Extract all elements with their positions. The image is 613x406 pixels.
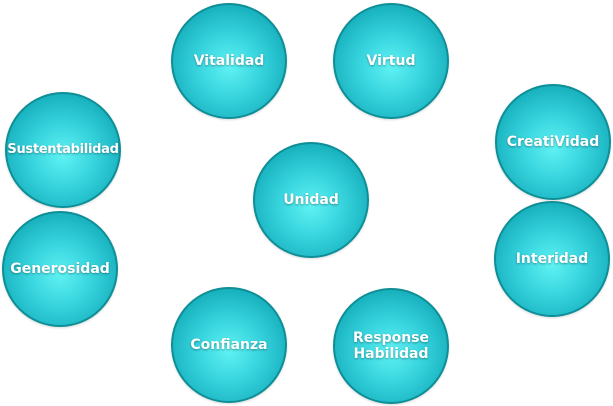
node-label-response-habilidad: Response Habilidad xyxy=(352,330,430,362)
node-generosidad: Generosidad xyxy=(2,211,118,327)
node-virtud: Virtud xyxy=(333,3,449,119)
node-confianza: Confianza xyxy=(171,287,287,403)
node-label-confianza: Confianza xyxy=(190,337,268,353)
node-label-vitalidad: Vitalidad xyxy=(193,53,265,69)
node-label-sustentabilidad: Sustentabilidad xyxy=(7,142,119,157)
node-label-generosidad: Generosidad xyxy=(10,261,110,277)
node-response-habilidad: Response Habilidad xyxy=(333,288,449,404)
node-creatividad: CreatiVidad xyxy=(495,84,611,200)
node-label-unidad: Unidad xyxy=(283,192,339,208)
node-interidad: Interidad xyxy=(494,201,610,317)
node-label-virtud: Virtud xyxy=(366,53,416,69)
node-label-creatividad: CreatiVidad xyxy=(506,134,600,150)
node-sustentabilidad: Sustentabilidad xyxy=(5,92,121,208)
node-unidad: Unidad xyxy=(253,142,369,258)
node-vitalidad: Vitalidad xyxy=(171,3,287,119)
node-label-interidad: Interidad xyxy=(515,251,589,267)
